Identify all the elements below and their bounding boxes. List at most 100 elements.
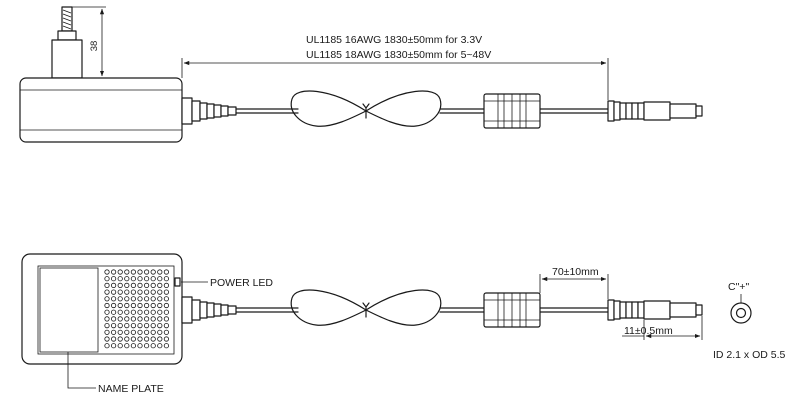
vent-hole xyxy=(157,343,163,349)
vent-hole xyxy=(104,276,110,282)
vent-hole xyxy=(130,269,136,275)
ferrite-core xyxy=(483,93,541,129)
vent-hole xyxy=(130,336,136,342)
vent-hole xyxy=(130,309,136,315)
vent-hole xyxy=(137,302,143,309)
connector-end-view: C"+" ID 2.1 x OD 5.5 xyxy=(713,281,786,361)
vent-hole xyxy=(111,269,117,275)
vent-hole xyxy=(130,276,136,282)
ferrite-core-bottom xyxy=(483,292,541,328)
dc-plug-bottom xyxy=(607,299,703,321)
cable-tail-dimension: 70±10mm xyxy=(539,266,609,299)
vent-hole xyxy=(130,289,136,295)
vent-hole xyxy=(144,322,150,329)
cable xyxy=(235,90,609,127)
vent-hole xyxy=(124,296,130,302)
vent-hole xyxy=(157,316,163,322)
vent-hole xyxy=(117,329,123,335)
vent-hole xyxy=(163,316,169,322)
vent-hole xyxy=(137,269,143,275)
vent-hole xyxy=(117,309,123,315)
vent-hole xyxy=(130,282,136,288)
vent-hole xyxy=(117,289,123,295)
vent-hole xyxy=(104,269,110,275)
vent-hole xyxy=(124,276,130,282)
vent-hole xyxy=(144,289,150,295)
strain-relief-bottom xyxy=(181,296,237,324)
vent-hole xyxy=(124,336,130,342)
vent-hole xyxy=(157,322,163,329)
vent-hole xyxy=(150,316,156,322)
vent-hole xyxy=(144,296,150,302)
vent-hole xyxy=(157,302,163,309)
vent-hole xyxy=(130,316,136,322)
vent-hole xyxy=(111,329,117,335)
cable-bottom xyxy=(235,289,609,326)
plug-length-dimension: 11±0.5mm xyxy=(622,316,703,340)
strain-relief xyxy=(181,97,237,125)
vent-hole xyxy=(144,302,150,309)
vent-hole xyxy=(111,336,117,342)
vent-hole xyxy=(150,322,156,329)
vent-hole xyxy=(144,282,150,288)
name-plate-callout: NAME PLATE xyxy=(67,352,164,395)
vent-hole xyxy=(124,343,130,349)
vent-hole xyxy=(150,276,156,282)
vent-hole xyxy=(137,282,143,288)
connector-dimensions-label: ID 2.1 x OD 5.5 xyxy=(713,349,786,361)
vent-hole xyxy=(111,302,117,309)
vent-hole xyxy=(124,309,130,315)
vent-hole xyxy=(144,309,150,315)
plug-pins xyxy=(51,6,83,79)
vent-hole xyxy=(157,329,163,335)
name-plate-panel xyxy=(39,267,99,353)
vent-hole xyxy=(117,276,123,282)
vent-hole xyxy=(124,316,130,322)
dc-plug-top xyxy=(607,100,703,122)
vent-hole xyxy=(144,269,150,275)
vent-hole xyxy=(124,269,130,275)
vent-hole xyxy=(117,343,123,349)
vent-hole xyxy=(137,289,143,295)
vent-hole xyxy=(104,282,110,288)
vent-hole xyxy=(144,276,150,282)
vent-hole xyxy=(137,322,143,329)
vent-hole xyxy=(111,289,117,295)
vent-hole xyxy=(157,289,163,295)
vent-hole xyxy=(130,296,136,302)
vent-hole xyxy=(111,282,117,288)
vent-hole xyxy=(124,302,130,309)
vent-hole xyxy=(137,296,143,302)
vent-hole xyxy=(163,336,169,342)
vent-hole xyxy=(144,343,150,349)
vent-hole xyxy=(117,282,123,288)
vent-hole xyxy=(150,302,156,309)
bottom-view: POWER LED NAME PLATE xyxy=(21,253,703,395)
adapter-body-side xyxy=(19,77,183,143)
vent-hole xyxy=(163,289,169,295)
connector-center-pin xyxy=(735,307,747,319)
vent-hole xyxy=(150,269,156,275)
cable-tail-label: 70±10mm xyxy=(552,266,599,278)
vent-hole xyxy=(117,302,123,309)
vent-hole xyxy=(137,343,143,349)
vent-hole xyxy=(157,296,163,302)
vent-hole-grid xyxy=(104,269,169,349)
vent-hole xyxy=(104,309,110,315)
cable-spec-line-2: UL1185 18AWG 1830±50mm for 5~48V xyxy=(306,49,491,61)
top-view: 38 xyxy=(19,6,703,143)
vent-hole xyxy=(157,282,163,288)
vent-hole xyxy=(157,276,163,282)
vent-hole xyxy=(111,322,117,329)
power-led xyxy=(174,277,181,287)
vent-hole xyxy=(150,282,156,288)
vent-hole xyxy=(130,322,136,329)
vent-hole xyxy=(150,309,156,315)
vent-hole xyxy=(163,329,169,335)
vent-hole xyxy=(104,329,110,335)
vent-hole xyxy=(124,329,130,335)
vent-hole xyxy=(104,289,110,295)
power-led-callout: POWER LED xyxy=(181,277,273,289)
cable-length-dimension: UL1185 16AWG 1830±50mm for 3.3V UL1185 1… xyxy=(181,34,609,100)
vent-hole xyxy=(144,336,150,342)
